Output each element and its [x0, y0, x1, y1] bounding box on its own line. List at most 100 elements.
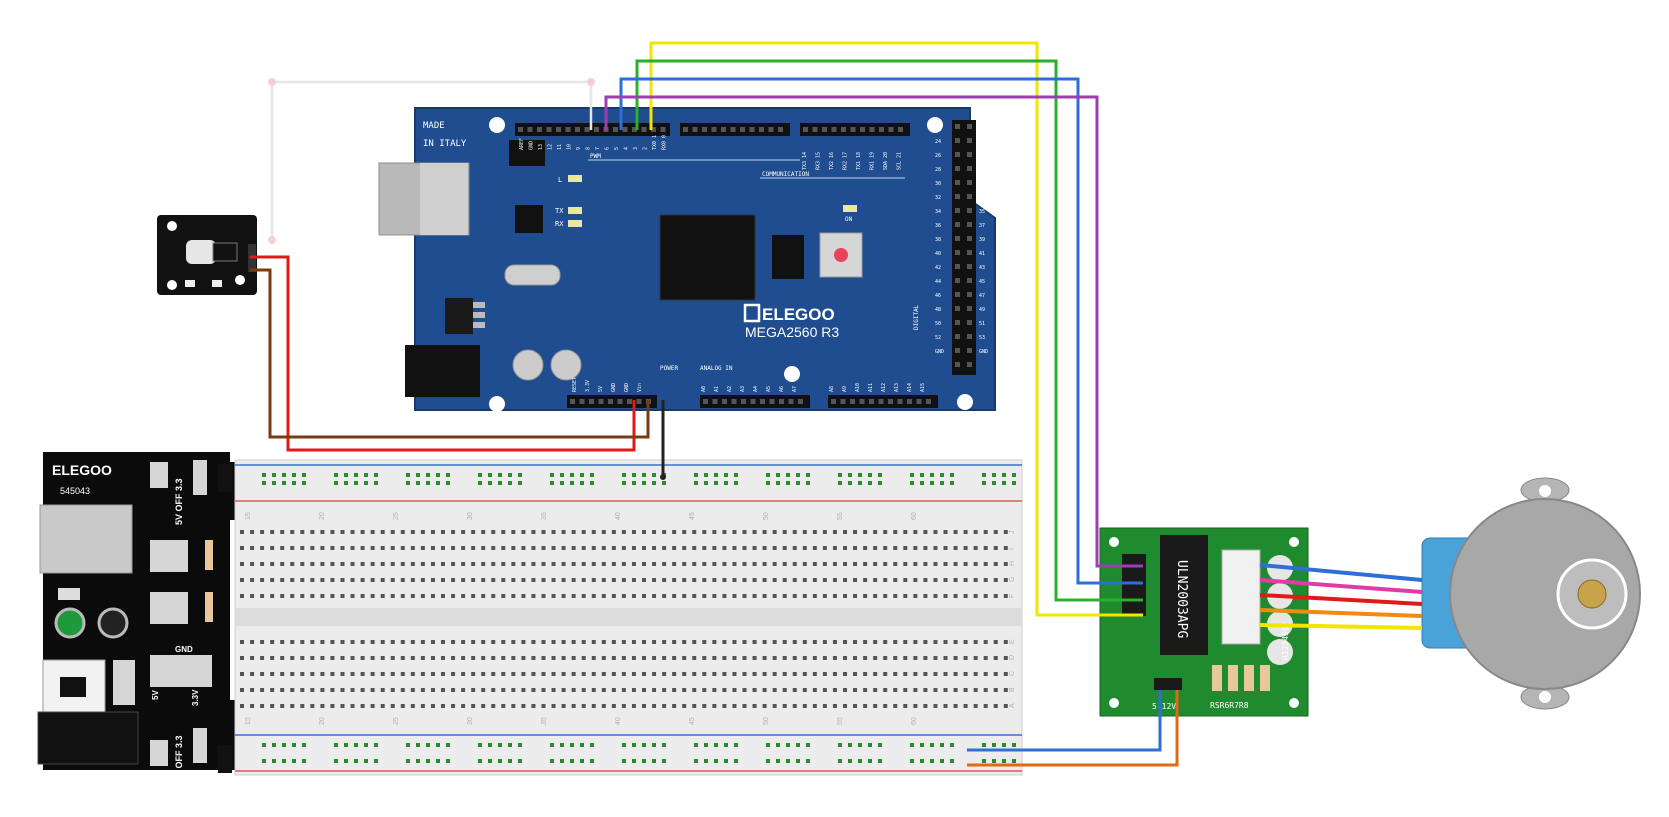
header-pin — [860, 127, 865, 132]
breadboard-hole — [621, 546, 626, 550]
breadboard-hole — [933, 640, 938, 644]
header-pin — [955, 250, 960, 255]
breadboard-hole — [521, 672, 526, 676]
breadboard-hole — [561, 594, 566, 598]
breadboard-hole — [611, 688, 616, 692]
breadboard-hole — [430, 546, 435, 550]
breadboard-hole — [943, 640, 948, 644]
breadboard-hole — [360, 672, 365, 676]
pin-label: RX1 19 — [870, 152, 876, 170]
breadboard-hole — [451, 530, 456, 534]
breadboard-hole — [752, 672, 757, 676]
breadboard-hole — [873, 704, 878, 708]
reset-button-cap — [834, 248, 848, 262]
breadboard-hole — [270, 656, 275, 660]
breadboard-hole — [511, 578, 516, 582]
pin-label: A5 — [766, 386, 772, 392]
breadboard-hole — [682, 594, 687, 598]
breadboard-hole — [652, 688, 657, 692]
breadboard-hole — [742, 640, 747, 644]
breadboard-hole — [752, 594, 757, 598]
header-pin — [967, 138, 972, 143]
breadboard-hole — [240, 640, 244, 644]
breadboard-hole — [508, 743, 512, 747]
breadboard-hole — [451, 688, 456, 692]
breadboard-hole — [591, 578, 596, 582]
pin-label: 2 — [643, 147, 649, 150]
breadboard-hole — [943, 672, 948, 676]
breadboard-hole — [354, 481, 358, 485]
breadboard-hole — [682, 672, 687, 676]
arduino-mega-board: MADE IN ITALY L TX RX ON PWM COMMUNICATI… — [378, 107, 996, 412]
arduino-brand: ELEGOO — [762, 305, 835, 324]
breadboard-hole — [250, 530, 255, 534]
breadboard-hole — [893, 578, 898, 582]
breadboard-hole — [796, 473, 800, 477]
breadboard-hole — [310, 672, 315, 676]
breadboard-hole — [802, 704, 807, 708]
center-channel — [235, 608, 1022, 626]
breadboard-hole — [742, 594, 747, 598]
pin-label: RX0 0 — [662, 135, 668, 150]
breadboard-hole — [848, 481, 852, 485]
breadboard-hole — [832, 688, 837, 692]
header-pin — [850, 399, 855, 404]
breadboard-hole — [521, 656, 526, 660]
breadboard-hole — [792, 640, 797, 644]
breadboard-hole — [501, 656, 506, 660]
breadboard-hole — [350, 530, 355, 534]
breadboard-hole — [782, 656, 787, 660]
breadboard-hole — [461, 562, 466, 566]
power-label: POWER — [660, 365, 678, 372]
breadboard-hole — [511, 672, 516, 676]
breadboard-hole — [873, 656, 878, 660]
breadboard-hole — [410, 594, 415, 598]
breadboard-hole — [561, 672, 566, 676]
breadboard-hole — [963, 594, 968, 598]
pin-label: 36 — [935, 223, 941, 229]
breadboard-hole — [451, 704, 456, 708]
gnd-label: GND — [175, 645, 193, 654]
breadboard-hole — [498, 743, 502, 747]
breadboard-hole — [843, 594, 847, 598]
breadboard-hole — [782, 704, 787, 708]
breadboard-hole — [772, 562, 777, 566]
breadboard-hole — [580, 759, 584, 763]
breadboard-hole — [712, 656, 717, 660]
breadboard-hole — [672, 594, 677, 598]
breadboard-hole — [551, 688, 556, 692]
breadboard-hole — [280, 672, 285, 676]
header-pin — [967, 320, 972, 325]
header-pin — [759, 127, 764, 132]
breadboard-hole — [531, 704, 536, 708]
breadboard-hole — [848, 473, 852, 477]
breadboard-hole — [694, 473, 698, 477]
breadboard-hole — [868, 473, 872, 477]
breadboard-hole — [983, 640, 988, 644]
capacitor — [550, 349, 582, 381]
breadboard-hole — [843, 546, 847, 550]
breadboard-hole — [982, 759, 986, 763]
breadboard-hole — [280, 640, 285, 644]
breadboard-hole — [812, 546, 817, 550]
breadboard-hole — [776, 473, 780, 477]
breadboard-hole — [491, 640, 496, 644]
column-label: 20 — [319, 512, 326, 520]
breadboard-hole — [1002, 481, 1006, 485]
breadboard-hole — [782, 640, 787, 644]
breadboard-hole — [692, 594, 697, 598]
breadboard-hole — [330, 594, 335, 598]
breadboard-hole — [310, 530, 315, 534]
breadboard-hole — [662, 481, 666, 485]
breadboard-hole — [541, 704, 546, 708]
breadboard-hole — [501, 594, 506, 598]
header-pin — [768, 127, 774, 132]
breadboard-hole — [430, 640, 435, 644]
breadboard-hole — [992, 481, 996, 485]
breadboard-hole — [400, 578, 405, 582]
breadboard-hole — [732, 562, 737, 566]
breadboard-hole — [883, 672, 888, 676]
breadboard-hole — [571, 546, 576, 550]
breadboard-hole — [863, 546, 868, 550]
